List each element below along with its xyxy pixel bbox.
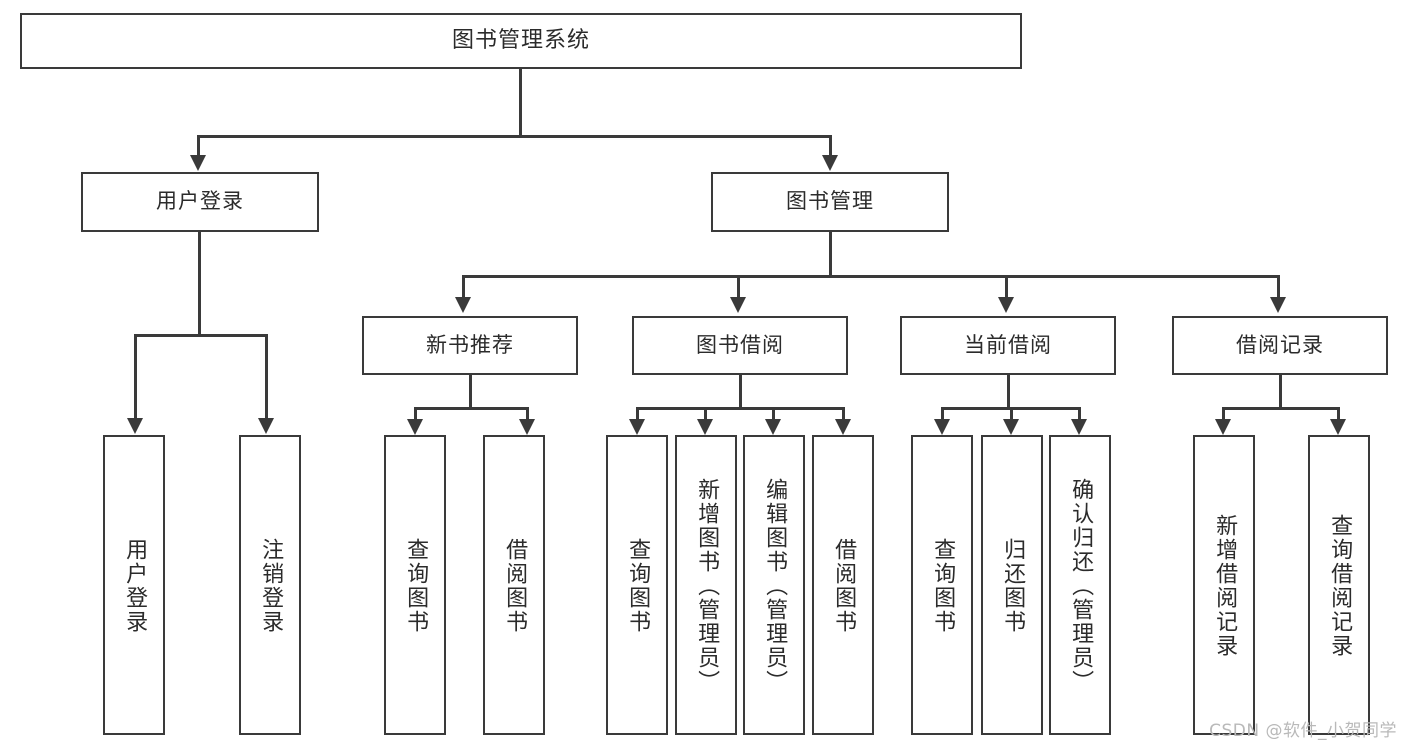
leaf-label: 查询图书 xyxy=(625,538,651,634)
leaf-label: 注销登录 xyxy=(258,538,284,634)
arrow-to-current-borrow xyxy=(998,297,1014,313)
connector-borrowrecord-bus xyxy=(1222,407,1340,410)
node-label: 新书推荐 xyxy=(426,332,514,357)
connector-root-to-book-mgmt xyxy=(829,135,832,157)
node-new-book-recommend[interactable]: 新书推荐 xyxy=(362,316,578,375)
connector-newbook-drop-2 xyxy=(526,407,529,421)
connector-borrowrecord-drop-2 xyxy=(1337,407,1340,421)
arrow-currentborrow-leaf-3 xyxy=(1071,419,1087,435)
connector-bookborrow-drop-3 xyxy=(772,407,775,421)
leaf-query-book-borrow[interactable]: 查询图书 xyxy=(606,435,668,735)
connector-currentborrow-drop-1 xyxy=(941,407,944,421)
connector-bookborrow-drop-4 xyxy=(842,407,845,421)
arrow-to-leaf-user-login xyxy=(127,418,143,434)
connector-bookborrow-stem xyxy=(739,375,742,409)
connector-borrowrecord-drop-1 xyxy=(1222,407,1225,421)
connector-user-login-drop-1 xyxy=(134,334,137,420)
leaf-query-book-current[interactable]: 查询图书 xyxy=(911,435,973,735)
arrow-newbook-leaf-2 xyxy=(519,419,535,435)
arrow-to-user-login xyxy=(190,155,206,171)
arrow-bookborrow-leaf-1 xyxy=(629,419,645,435)
connector-currentborrow-drop-3 xyxy=(1078,407,1081,421)
leaf-borrow-book-recommend[interactable]: 借阅图书 xyxy=(483,435,545,735)
node-label: 当前借阅 xyxy=(964,332,1052,357)
leaf-label: 确认归还（管理员） xyxy=(1068,478,1094,694)
arrow-newbook-leaf-1 xyxy=(407,419,423,435)
leaf-borrow-book[interactable]: 借阅图书 xyxy=(812,435,874,735)
node-label: 图书管理 xyxy=(786,189,874,214)
arrow-borrowrecord-leaf-1 xyxy=(1215,419,1231,435)
leaf-label: 用户登录 xyxy=(122,538,148,634)
connector-book-mgmt-bus xyxy=(462,275,1280,278)
leaf-label: 新增借阅记录 xyxy=(1212,514,1238,658)
leaf-label: 借阅图书 xyxy=(831,538,857,634)
connector-currentborrow-stem xyxy=(1007,375,1010,409)
arrow-bookborrow-leaf-3 xyxy=(765,419,781,435)
connector-root-bus xyxy=(197,135,832,138)
arrow-to-new-book-recommend xyxy=(455,297,471,313)
leaf-label: 查询借阅记录 xyxy=(1327,514,1353,658)
connector-user-login-drop-2 xyxy=(265,334,268,420)
arrow-bookborrow-leaf-2 xyxy=(697,419,713,435)
connector-newbook-bus xyxy=(414,407,529,410)
node-label: 借阅记录 xyxy=(1236,332,1324,357)
connector-user-login-stem xyxy=(198,232,201,336)
arrow-to-leaf-logout xyxy=(258,418,274,434)
leaf-label: 编辑图书（管理员） xyxy=(762,478,788,694)
arrow-bookborrow-leaf-4 xyxy=(835,419,851,435)
connector-bookmgmt-drop-4 xyxy=(1277,275,1280,299)
leaf-query-book-recommend[interactable]: 查询图书 xyxy=(384,435,446,735)
connector-bookborrow-drop-1 xyxy=(636,407,639,421)
connector-newbook-stem xyxy=(469,375,472,409)
arrow-borrowrecord-leaf-2 xyxy=(1330,419,1346,435)
leaf-return-book[interactable]: 归还图书 xyxy=(981,435,1043,735)
leaf-add-book-admin[interactable]: 新增图书（管理员） xyxy=(675,435,737,735)
node-label: 用户登录 xyxy=(156,189,244,214)
node-book-management[interactable]: 图书管理 xyxy=(711,172,949,232)
node-book-borrow[interactable]: 图书借阅 xyxy=(632,316,848,375)
leaf-label: 新增图书（管理员） xyxy=(694,478,720,694)
leaf-label: 借阅图书 xyxy=(502,538,528,634)
connector-bookborrow-bus xyxy=(636,407,845,410)
leaf-logout[interactable]: 注销登录 xyxy=(239,435,301,735)
connector-bookmgmt-drop-3 xyxy=(1005,275,1008,299)
node-label: 图书借阅 xyxy=(696,332,784,357)
leaf-label: 查询图书 xyxy=(403,538,429,634)
leaf-label: 归还图书 xyxy=(1000,538,1026,634)
leaf-confirm-return-admin[interactable]: 确认归还（管理员） xyxy=(1049,435,1111,735)
connector-borrowrecord-stem xyxy=(1279,375,1282,409)
leaf-query-borrow-record[interactable]: 查询借阅记录 xyxy=(1308,435,1370,735)
node-label: 图书管理系统 xyxy=(451,27,590,53)
connector-bookmgmt-drop-1 xyxy=(462,275,465,299)
node-user-login[interactable]: 用户登录 xyxy=(81,172,319,232)
node-root-system[interactable]: 图书管理系统 xyxy=(20,13,1022,69)
connector-currentborrow-drop-2 xyxy=(1010,407,1013,421)
leaf-add-borrow-record[interactable]: 新增借阅记录 xyxy=(1193,435,1255,735)
connector-book-mgmt-stem xyxy=(829,232,832,277)
node-borrow-record[interactable]: 借阅记录 xyxy=(1172,316,1388,375)
watermark: CSDN @软件_小贺同学 xyxy=(1209,721,1397,741)
connector-newbook-drop-1 xyxy=(414,407,417,421)
arrow-to-book-mgmt xyxy=(822,155,838,171)
connector-bookborrow-drop-2 xyxy=(704,407,707,421)
leaf-edit-book-admin[interactable]: 编辑图书（管理员） xyxy=(743,435,805,735)
leaf-label: 查询图书 xyxy=(930,538,956,634)
connector-bookmgmt-drop-2 xyxy=(737,275,740,299)
leaf-user-login[interactable]: 用户登录 xyxy=(103,435,165,735)
connector-root-to-user-login xyxy=(197,135,200,157)
arrow-currentborrow-leaf-2 xyxy=(1003,419,1019,435)
arrow-to-borrow-record xyxy=(1270,297,1286,313)
connector-user-login-bus xyxy=(134,334,268,337)
node-current-borrow[interactable]: 当前借阅 xyxy=(900,316,1116,375)
connector-root-stem xyxy=(519,69,522,137)
arrow-currentborrow-leaf-1 xyxy=(934,419,950,435)
arrow-to-book-borrow xyxy=(730,297,746,313)
